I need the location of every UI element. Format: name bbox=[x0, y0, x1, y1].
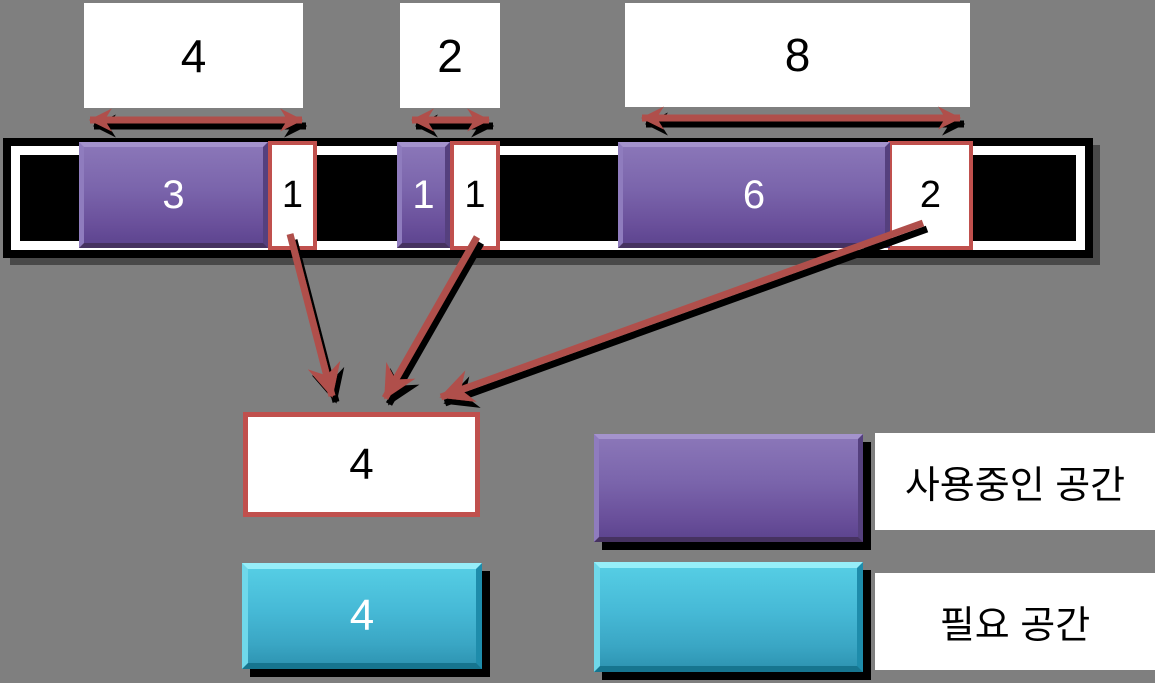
legend-required-swatch bbox=[594, 562, 863, 672]
size-box-8: 8 bbox=[625, 3, 970, 107]
merge-arrow-2 bbox=[381, 235, 481, 400]
used-block-2: 1 bbox=[397, 142, 450, 248]
free-block-value: 1 bbox=[464, 174, 486, 216]
legend-used-label: 사용중인 공간 bbox=[904, 465, 1126, 507]
free-block-1: 1 bbox=[268, 141, 317, 250]
legend-required-label-box: 필요 공간 bbox=[875, 573, 1155, 670]
used-block-value: 3 bbox=[162, 172, 185, 217]
required-space-box: 4 bbox=[242, 563, 482, 669]
free-block-value: 2 bbox=[919, 174, 942, 216]
free-block-3: 2 bbox=[888, 141, 973, 250]
used-block-1: 3 bbox=[79, 142, 268, 248]
size-box-4: 4 bbox=[84, 3, 303, 108]
used-block-value: 1 bbox=[412, 172, 435, 217]
size-value: 2 bbox=[437, 29, 463, 82]
size-box-2: 2 bbox=[400, 3, 500, 108]
legend-required-label: 필요 공간 bbox=[939, 605, 1091, 647]
size-value: 8 bbox=[784, 29, 811, 81]
free-block-2: 1 bbox=[450, 141, 500, 250]
merged-free-space-box: 4 bbox=[243, 412, 480, 517]
required-space-value: 4 bbox=[349, 591, 375, 640]
size-value: 4 bbox=[180, 29, 207, 82]
legend-used-swatch bbox=[594, 434, 863, 542]
merged-free-space-value: 4 bbox=[349, 439, 374, 489]
merge-arrow-1 bbox=[286, 233, 341, 398]
legend-used-label-box: 사용중인 공간 bbox=[875, 433, 1155, 530]
free-block-value: 1 bbox=[281, 174, 304, 216]
used-block-3: 6 bbox=[618, 142, 890, 248]
used-block-value: 6 bbox=[742, 172, 766, 217]
